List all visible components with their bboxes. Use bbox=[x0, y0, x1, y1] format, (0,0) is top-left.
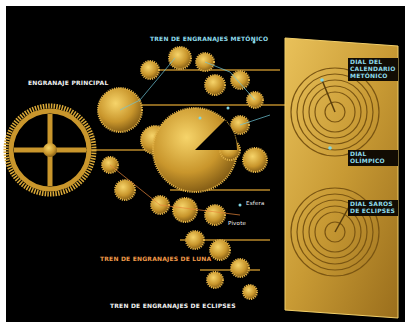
train-label: TREN DE ENGRANAJES METÓNICO bbox=[150, 36, 268, 43]
part-label: Pivote bbox=[228, 220, 246, 226]
dial-label: DIAL DEL CALENDARIO METÓNICO bbox=[348, 58, 398, 81]
train-label: TREN DE ENGRANAJES DE ECLIPSES bbox=[110, 303, 236, 310]
train-label: TREN DE ENGRANAJES DE LUNA bbox=[100, 256, 211, 263]
part-label: ENGRANAJE PRINCIPAL bbox=[28, 80, 108, 87]
part-label: Esfera bbox=[246, 200, 265, 206]
dial-label: DIAL OLÍMPICO bbox=[348, 150, 398, 166]
dial-label: DIAL SAROS DE ECLIPSES bbox=[348, 200, 398, 216]
